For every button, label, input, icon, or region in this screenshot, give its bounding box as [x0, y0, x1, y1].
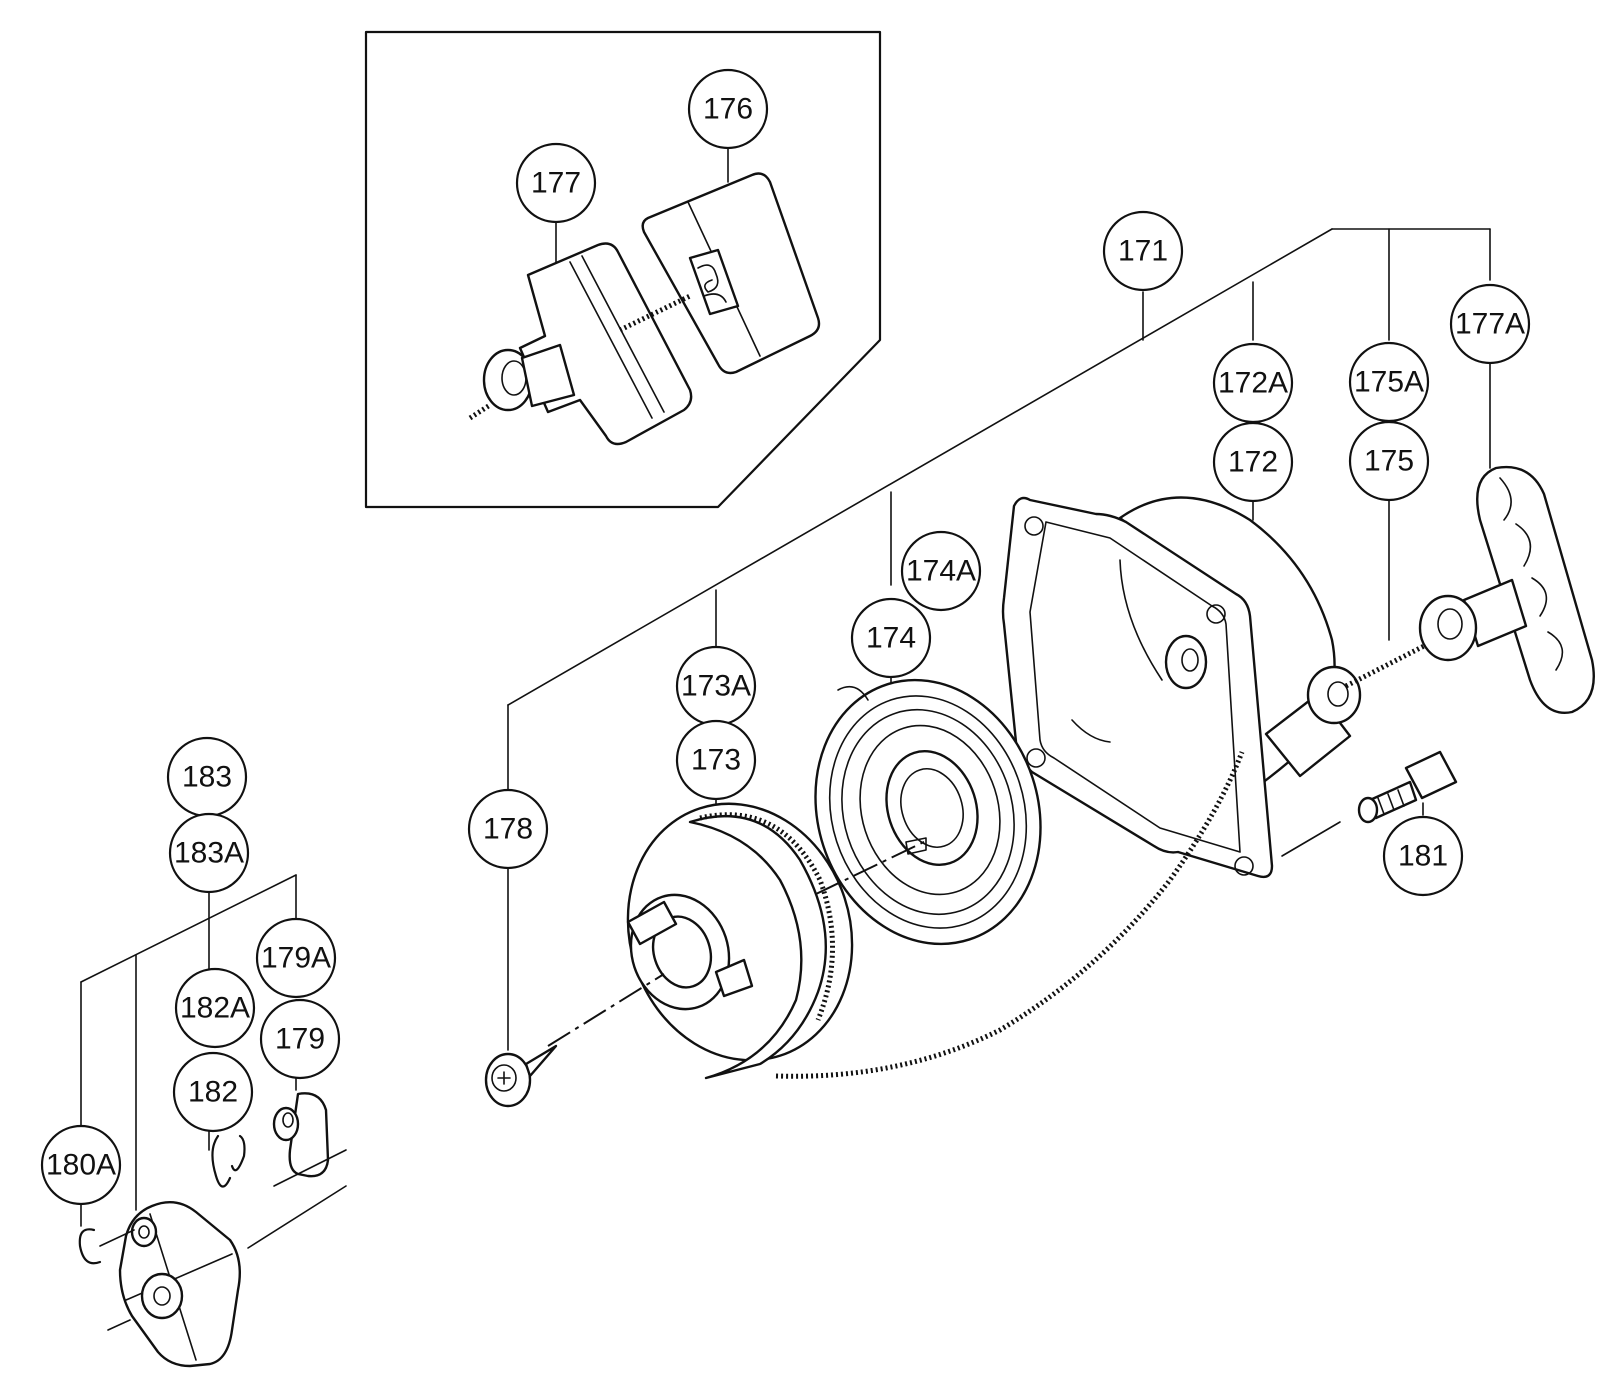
callout-label: 181: [1398, 840, 1448, 873]
callout-172: 172: [1212, 421, 1294, 503]
grip-half-176: [641, 172, 821, 375]
callout-183: 183: [166, 736, 248, 818]
callout-label: 183A: [174, 837, 244, 870]
callout-label: 175A: [1354, 366, 1424, 399]
ratchet-assembly: [78, 870, 347, 1368]
callout-label: 173A: [681, 670, 751, 703]
callout-176: 176: [687, 68, 769, 150]
starter-housing: [1001, 496, 1362, 879]
callout-label: 180A: [46, 1149, 116, 1182]
starter-handle: [1418, 465, 1595, 715]
callout-label: 183: [182, 761, 232, 794]
callout-174: 174: [850, 597, 932, 679]
callout-183a: 183A: [168, 812, 250, 894]
axis-line-housing: [1281, 821, 1341, 857]
callout-label: 172: [1228, 446, 1278, 479]
grip-half-177: [468, 242, 693, 446]
axis-line-spring: [815, 839, 929, 895]
callout-173a: 173A: [675, 645, 757, 727]
callout-label: 171: [1118, 235, 1168, 268]
callout-label: 174A: [906, 555, 976, 588]
callout-175a: 175A: [1348, 341, 1430, 423]
callout-177a: 177A: [1449, 283, 1531, 365]
callout-label: 179: [275, 1023, 325, 1056]
callout-label: 178: [483, 813, 533, 846]
inset-detail: [364, 30, 882, 509]
axis-line-pulley: [547, 973, 665, 1047]
callout-179a: 179A: [255, 917, 337, 999]
callout-label: 177: [531, 167, 581, 200]
callout-label: 182: [188, 1076, 238, 1109]
callout-178: 178: [467, 788, 549, 870]
starter-rope: [775, 751, 1245, 1079]
callout-label: 176: [703, 93, 753, 126]
callout-label: 173: [691, 744, 741, 777]
pulley: [626, 802, 854, 1080]
callout-171: 171: [1102, 210, 1184, 292]
spring-case: [814, 678, 1042, 946]
screw: [484, 1044, 558, 1108]
callout-label: 179A: [261, 942, 331, 975]
callout-182a: 182A: [174, 967, 256, 1049]
callout-181: 181: [1382, 815, 1464, 897]
guide-bushing: [1357, 750, 1458, 824]
leader-lines: [507, 228, 1491, 1051]
callout-175: 175: [1348, 420, 1430, 502]
callout-182: 182: [172, 1051, 254, 1133]
callout-179: 179: [259, 998, 341, 1080]
callout-label: 177A: [1455, 308, 1525, 341]
callout-label: 182A: [180, 992, 250, 1025]
rope-handle-segment: [1344, 643, 1426, 689]
callout-177: 177: [515, 142, 597, 224]
callout-label: 175: [1364, 445, 1414, 478]
callout-label: 174: [866, 622, 916, 655]
callout-173: 173: [675, 719, 757, 801]
callout-180a: 180A: [40, 1124, 122, 1206]
callout-172a: 172A: [1212, 342, 1294, 424]
callout-label: 172A: [1218, 367, 1288, 400]
callout-174a: 174A: [900, 530, 982, 612]
